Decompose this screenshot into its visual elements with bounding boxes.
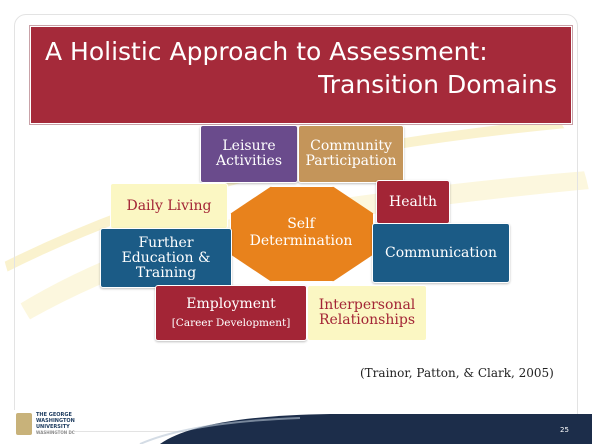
node-communication: Communication xyxy=(372,223,510,283)
center-self-determination xyxy=(230,186,374,282)
node-label: Relationships xyxy=(318,312,416,328)
center-label-line-1: Self xyxy=(287,216,315,232)
node-label: Leisure xyxy=(222,138,276,154)
node-label: Further xyxy=(138,234,194,251)
node-leisure-activities: Leisure Activities xyxy=(200,125,298,183)
node-label: Communication xyxy=(385,244,497,261)
node-employment-career-development: Employment [Career Development] xyxy=(155,285,307,341)
node-sublabel: [Career Development] xyxy=(171,316,291,329)
footer-bar xyxy=(139,414,592,444)
node-label: Interpersonal xyxy=(318,297,416,313)
node-label: Health xyxy=(389,193,437,210)
node-label: Daily Living xyxy=(126,197,212,214)
university-logo: THE GEORGE WASHINGTON UNIVERSITY WASHING… xyxy=(14,410,75,440)
citation: (Trainor, Patton, & Clark, 2005) xyxy=(360,366,554,380)
node-daily-living: Daily Living xyxy=(110,183,228,229)
node-community-participation: Community Participation xyxy=(298,125,404,183)
node-label: Training xyxy=(135,264,197,281)
node-label: Participation xyxy=(305,153,397,169)
center-label: Self Determination xyxy=(230,186,372,280)
node-label: Community xyxy=(310,138,392,154)
center-label-line-2: Determination xyxy=(249,233,353,249)
node-label: Activities xyxy=(215,153,282,169)
node-label: Employment xyxy=(186,295,276,312)
node-further-education-training: Further Education & Training xyxy=(100,228,232,288)
node-health: Health xyxy=(376,180,450,224)
node-interpersonal-relationships: Interpersonal Relationships xyxy=(307,285,427,341)
page-number: 25 xyxy=(560,426,569,434)
slide-title: A Holistic Approach to Assessment: Trans… xyxy=(30,26,572,124)
title-line-2: Transition Domains xyxy=(318,70,557,99)
title-line-1: A Holistic Approach to Assessment: xyxy=(45,37,488,66)
logo-mark-icon xyxy=(16,413,32,435)
logo-text: THE GEORGE WASHINGTON UNIVERSITY WASHING… xyxy=(36,412,75,435)
node-label: Education & xyxy=(121,249,211,266)
